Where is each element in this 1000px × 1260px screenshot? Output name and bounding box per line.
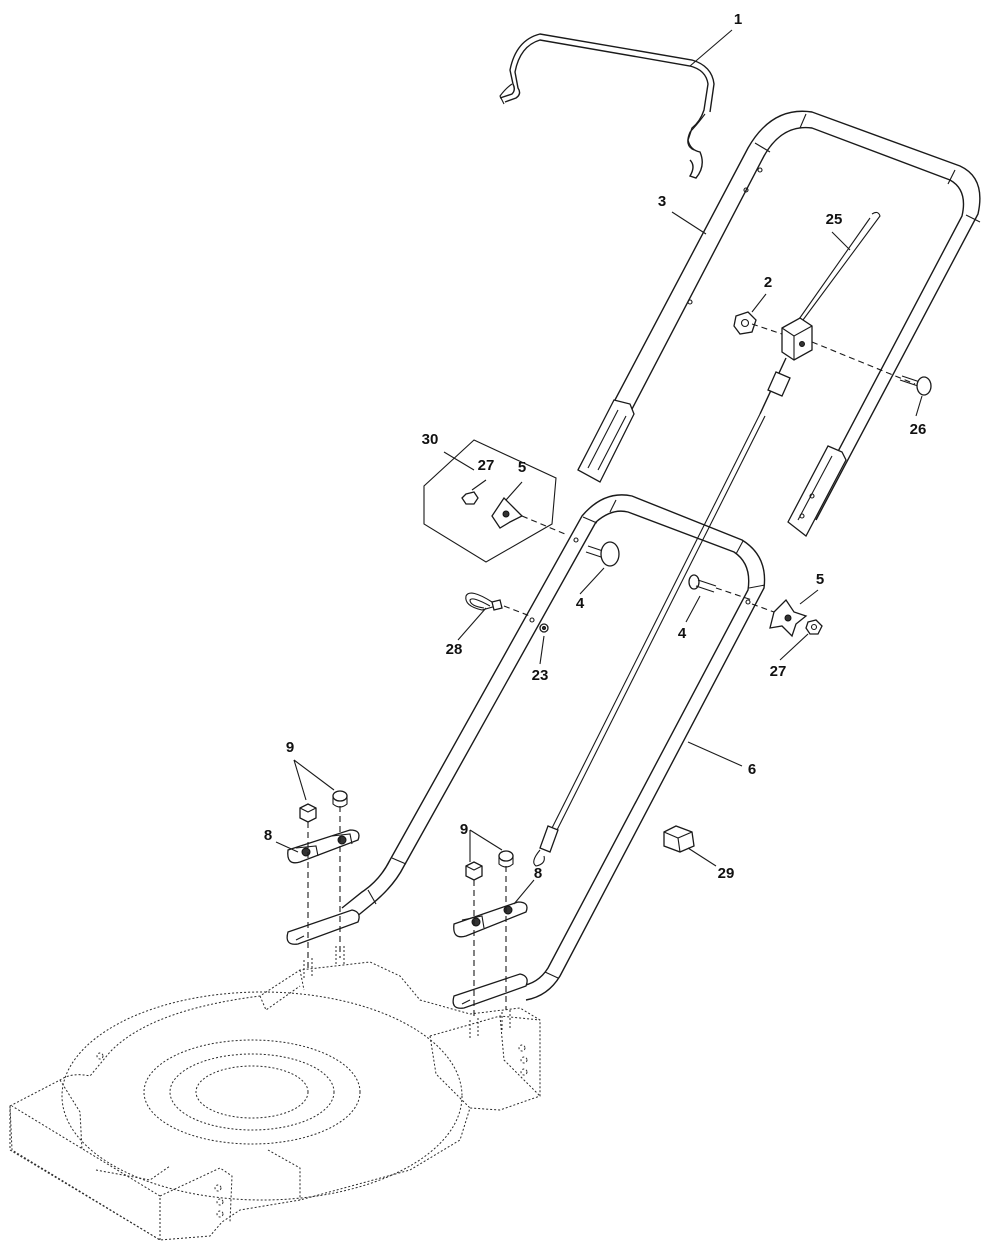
callout-6: 6 xyxy=(748,761,756,778)
part-5-knob-right xyxy=(751,598,808,638)
part-28-hairpin xyxy=(465,592,531,617)
callout-5-kit: 5 xyxy=(518,459,526,476)
part-26-bolt xyxy=(899,375,932,396)
callout-1: 1 xyxy=(734,11,742,28)
callout-30: 30 xyxy=(422,431,439,448)
callout-8-right: 8 xyxy=(534,865,542,882)
part-1-control-bail xyxy=(499,33,715,179)
part-6-lower-handle xyxy=(341,494,766,1001)
part-2-cable-clip xyxy=(733,311,916,385)
part-4-carriage-bolt-right xyxy=(688,574,753,601)
callout-4-right: 4 xyxy=(678,625,687,642)
part-30-hardware-kit xyxy=(423,439,566,563)
callout-23: 23 xyxy=(532,667,549,684)
mower-deck xyxy=(9,946,541,1241)
part-23-nut xyxy=(539,623,549,633)
callout-labels: 1 3 25 2 26 30 27 5 4 4 5 27 28 23 6 9 8… xyxy=(264,11,927,882)
callout-27-kit: 27 xyxy=(478,457,495,474)
callout-4-left: 4 xyxy=(576,595,585,612)
part-9-nuts-right xyxy=(465,850,514,1020)
part-8-bracket-left-lower xyxy=(286,909,360,945)
callout-28: 28 xyxy=(446,641,463,658)
callout-9-right: 9 xyxy=(460,821,468,838)
callout-5-right: 5 xyxy=(816,571,824,588)
callout-9-left: 9 xyxy=(286,739,294,756)
part-4-carriage-bolt-left xyxy=(585,541,620,567)
part-29-clip xyxy=(663,825,695,853)
part-25-cable xyxy=(533,211,881,867)
leader-lines xyxy=(275,29,923,905)
callout-3: 3 xyxy=(658,193,666,210)
callout-2: 2 xyxy=(764,274,772,291)
part-8-bracket-left xyxy=(287,829,360,864)
callout-29: 29 xyxy=(718,865,735,882)
callout-25: 25 xyxy=(826,211,843,228)
callout-27-right: 27 xyxy=(770,663,787,680)
part-3-upper-handle xyxy=(577,110,981,537)
callout-26: 26 xyxy=(910,421,927,438)
part-9-nuts-left xyxy=(299,790,348,970)
callout-8-left: 8 xyxy=(264,827,272,844)
part-8-bracket-right xyxy=(453,901,528,938)
part-27-nut-right xyxy=(805,619,823,635)
part-8-bracket-right-lower xyxy=(452,973,528,1009)
